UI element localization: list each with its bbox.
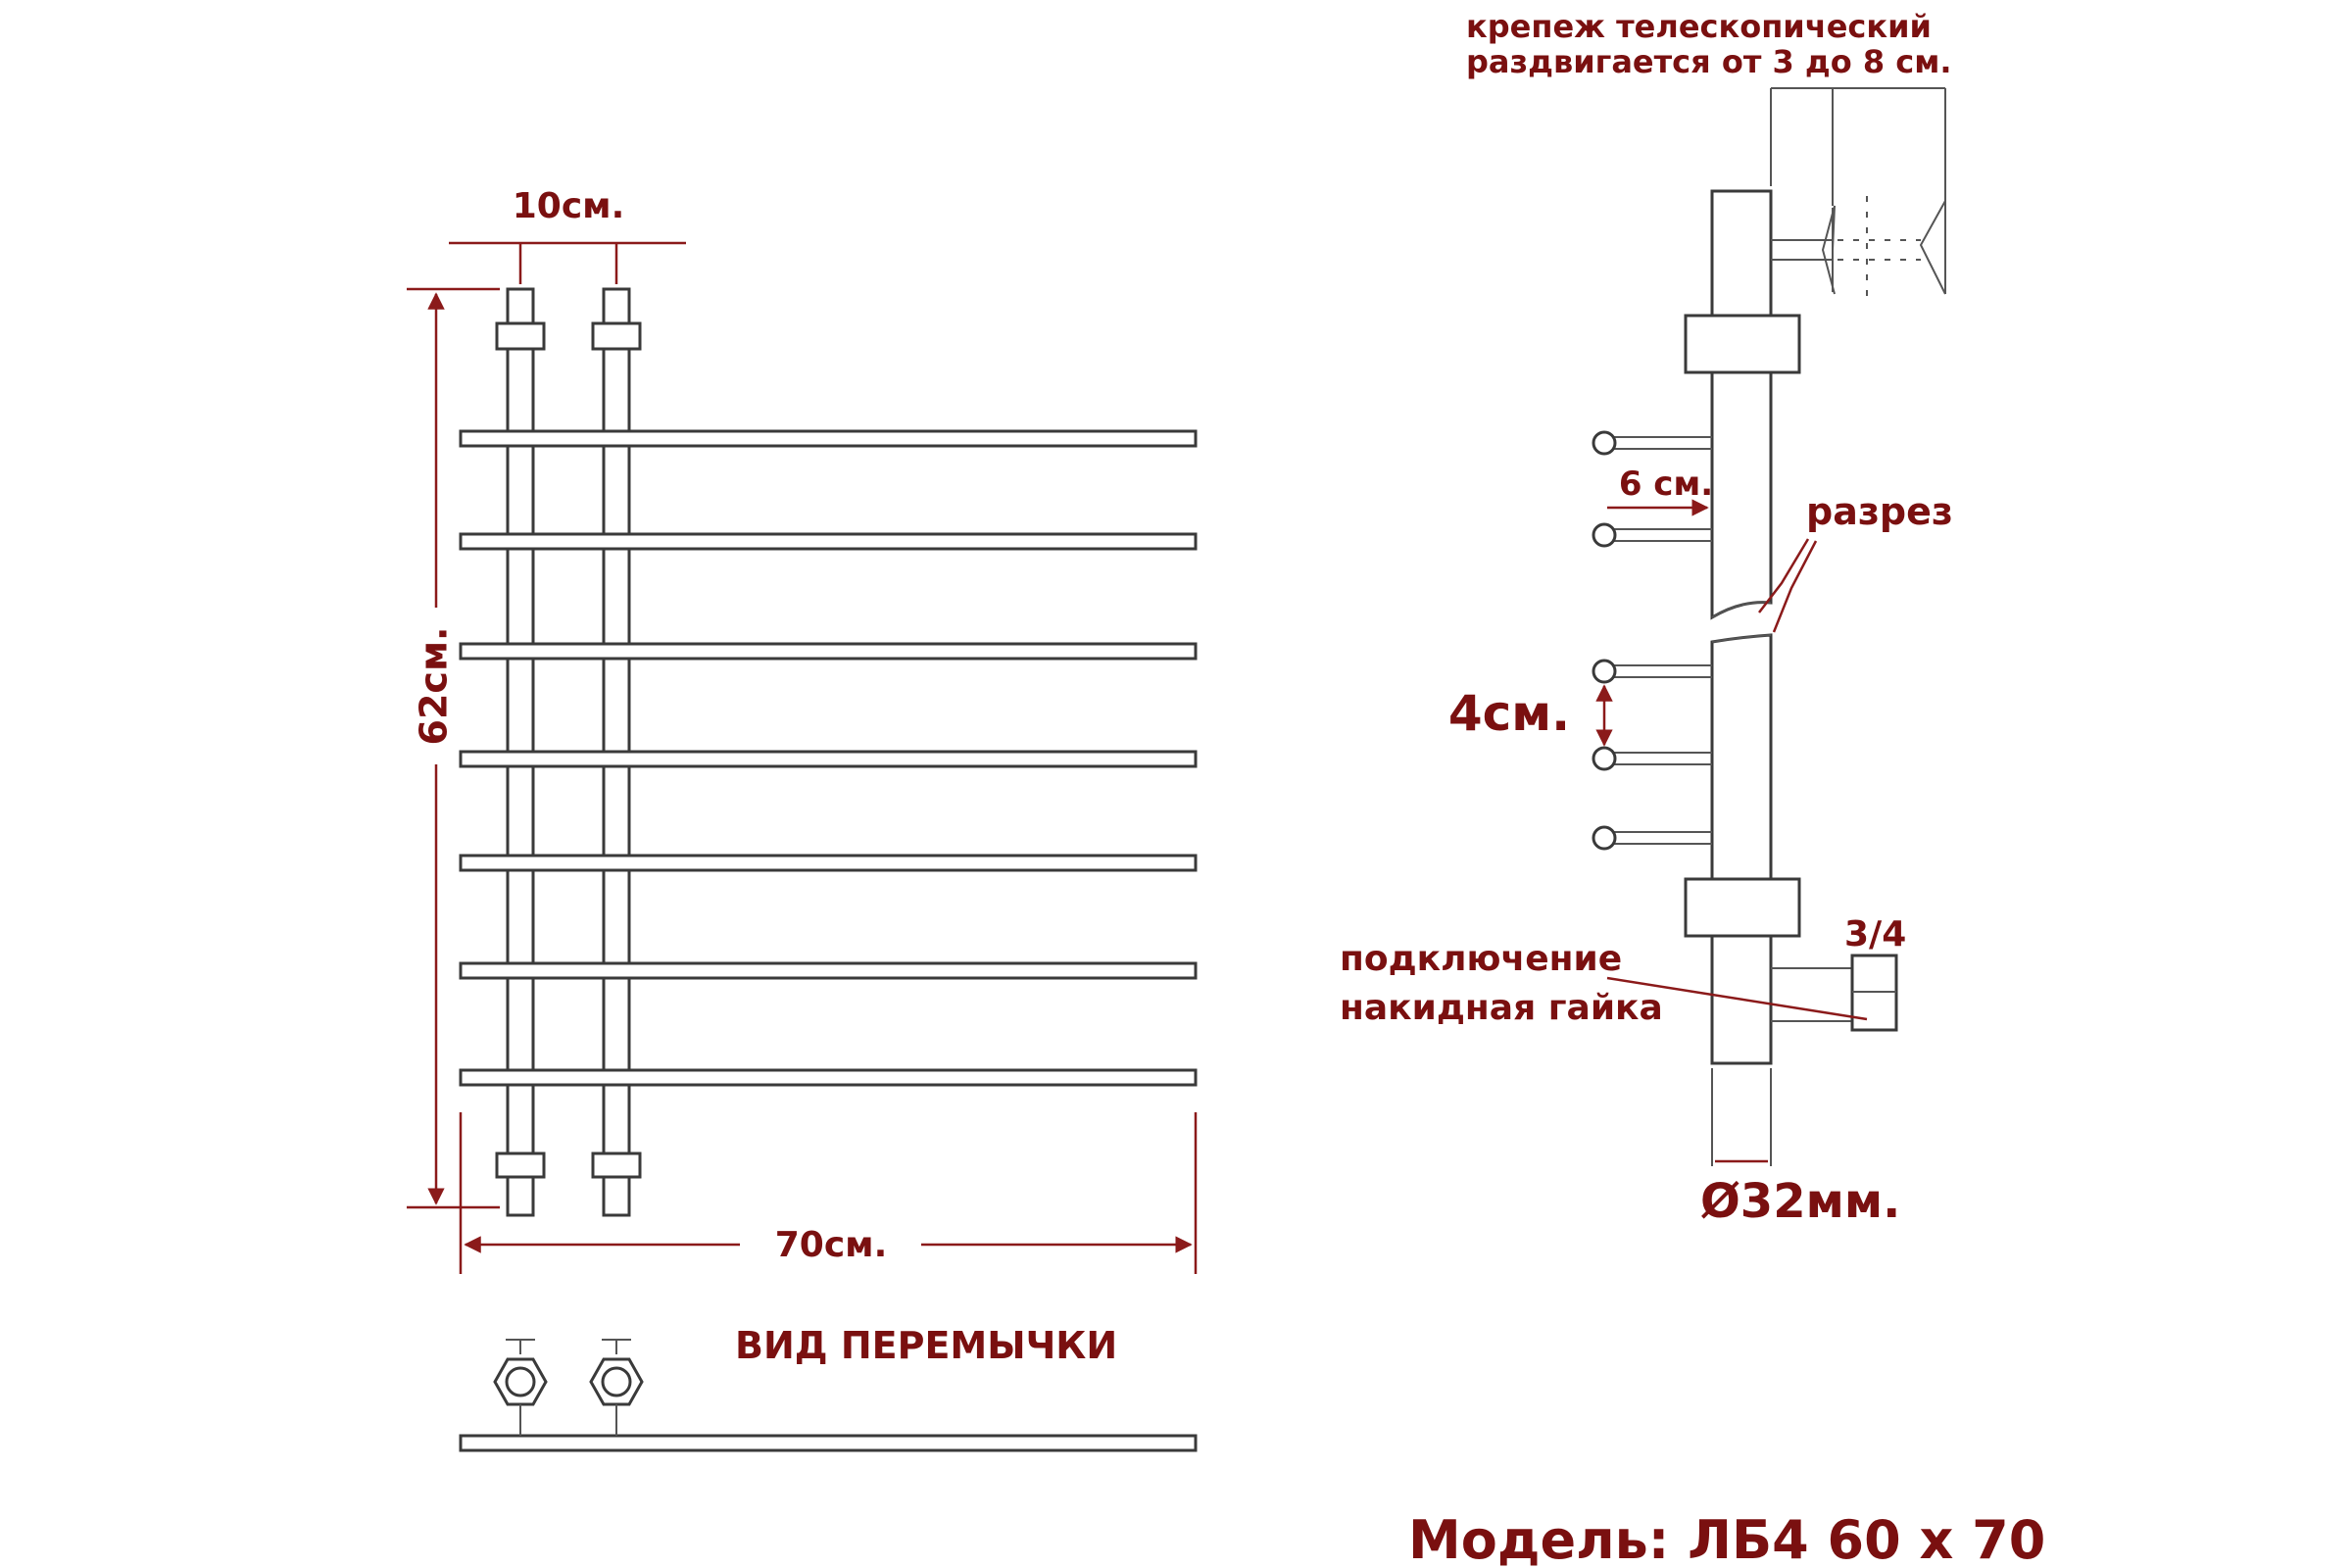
- spacing-10-label: 10см.: [513, 186, 625, 226]
- width-70-label: 70см.: [775, 1225, 888, 1265]
- bracket-dimension: [1770, 87, 1946, 206]
- dimension-70cm: 70см.: [459, 1112, 1198, 1274]
- side-bottom-nut: [1684, 877, 1801, 938]
- telescopic-bracket: [1771, 196, 1946, 304]
- horizontal-bar-1: [459, 429, 1198, 448]
- horizontal-bar-7: [459, 1068, 1198, 1087]
- right-top-nut: [591, 321, 642, 351]
- horizontal-bar-6: [459, 961, 1198, 980]
- bracket-label-line2: раздвигается от 3 до 8 см.: [1466, 43, 1952, 80]
- horizontal-bar-3: [459, 642, 1198, 661]
- connection-fitting: 3/4 подключение накидная гайка: [1340, 914, 1906, 1032]
- bar-end-2: [1592, 522, 1617, 548]
- dimension-10cm: 10см.: [449, 186, 686, 284]
- bar-end-3: [1592, 659, 1617, 684]
- dimension-4cm: 4см.: [1448, 684, 1613, 747]
- jumper-right: [589, 1339, 644, 1436]
- bar-end-4: [1592, 746, 1617, 771]
- bar-ends-lower: [1592, 659, 1712, 851]
- height-62-label: 62см.: [413, 627, 456, 746]
- left-top-nut: [495, 321, 546, 351]
- thread-label: 3/4: [1844, 914, 1906, 955]
- bar-end-5: [1592, 825, 1617, 851]
- side-riser-upper: [1710, 189, 1773, 620]
- right-bottom-nut: [591, 1152, 642, 1179]
- jumper-view: ВИД ПЕРЕМЫЧКИ: [459, 1324, 1198, 1452]
- jumper-bar: [459, 1434, 1198, 1452]
- horizontal-bar-4: [459, 750, 1198, 768]
- model-label: Модель: ЛБ4 60 х 70: [1408, 1509, 2045, 1568]
- bracket-label-line1: крепеж телескопический: [1466, 8, 1932, 45]
- spacing-6-label: 6 см.: [1619, 465, 1713, 504]
- horizontal-bar-2: [459, 532, 1198, 551]
- section-label-group: разрез: [1758, 490, 1953, 633]
- bar-ends-upper: [1592, 430, 1712, 548]
- connection-label-line2: накидная гайка: [1340, 988, 1663, 1028]
- jumper-view-label: ВИД ПЕРЕМЫЧКИ: [735, 1324, 1117, 1367]
- diameter-dimension: Ø32мм.: [1700, 1068, 1900, 1229]
- side-view: 6 см. 4см. разрез: [1340, 8, 1953, 1229]
- section-label: разрез: [1806, 490, 1953, 533]
- horizontal-bar-5: [459, 854, 1198, 872]
- spacing-4-label: 4см.: [1448, 685, 1570, 742]
- dimension-62cm: 62см.: [407, 287, 500, 1209]
- dimension-6cm: 6 см.: [1607, 465, 1713, 516]
- bar-end-1: [1592, 430, 1617, 456]
- side-top-nut: [1684, 314, 1801, 374]
- connection-label-line1: подключение: [1340, 939, 1622, 979]
- left-bottom-nut: [495, 1152, 546, 1179]
- jumper-left: [493, 1339, 548, 1436]
- diameter-label: Ø32мм.: [1700, 1174, 1900, 1229]
- front-view: 10см. 62см. 70см.: [407, 186, 1198, 1274]
